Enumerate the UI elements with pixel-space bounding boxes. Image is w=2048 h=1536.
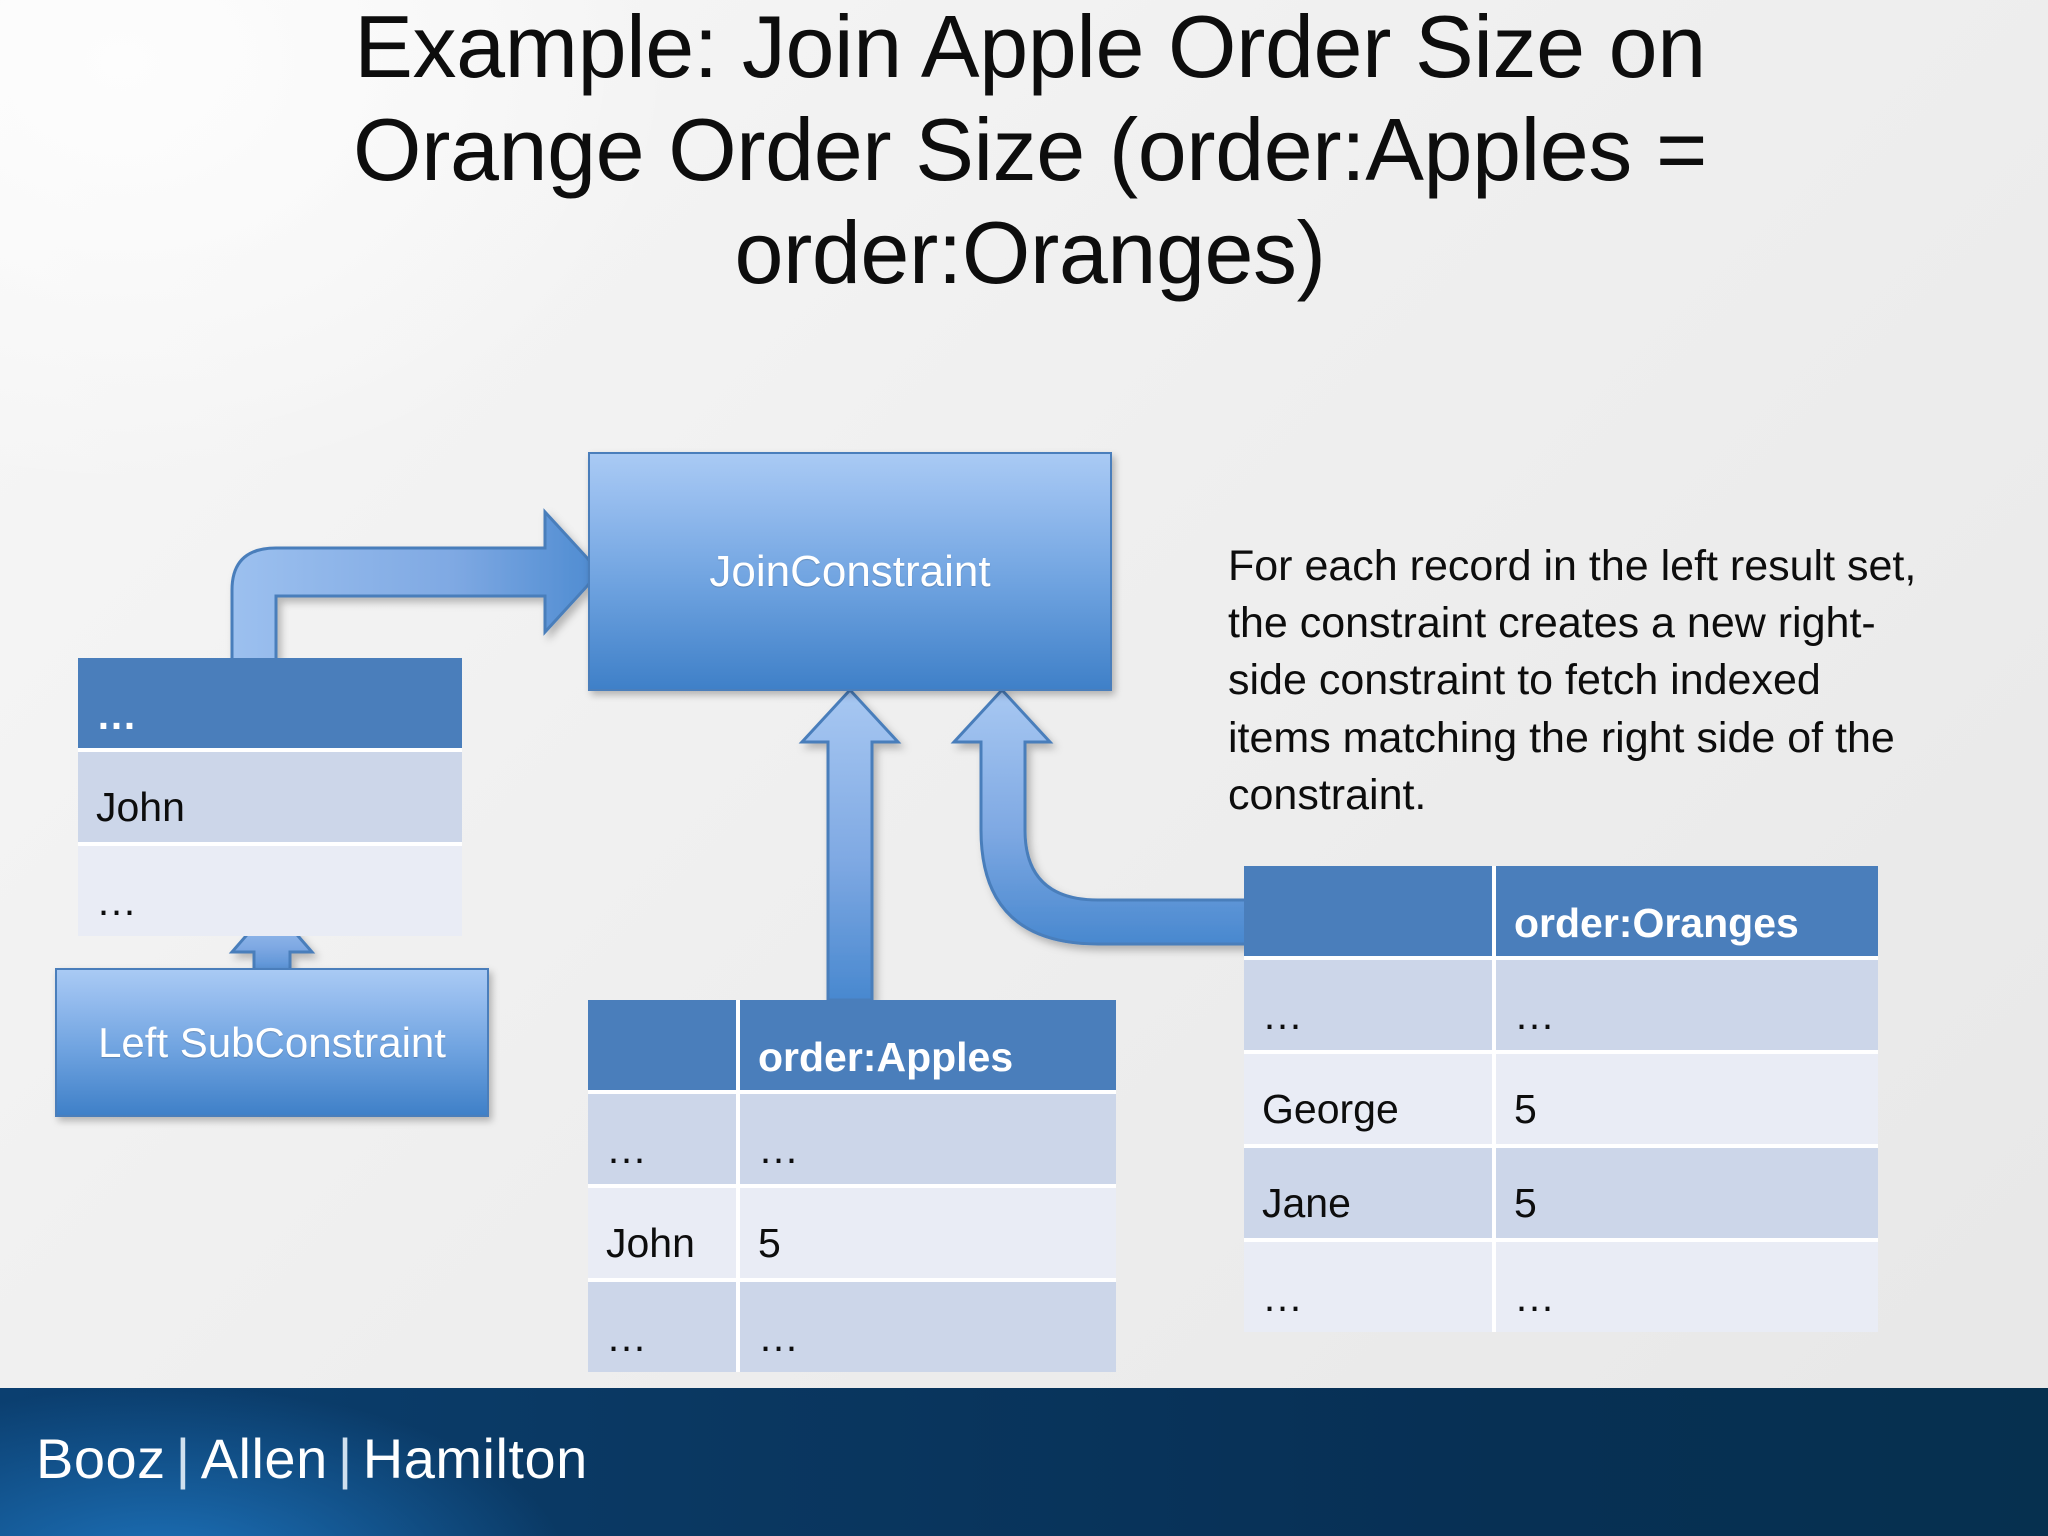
arrow-left-table-to-join (230, 508, 603, 662)
oranges-cell-value: … (1496, 1242, 1878, 1332)
apples-cell-name: … (588, 1094, 740, 1188)
slide-footer: Booz|Allen|Hamilton (0, 1388, 2048, 1536)
apples-cell-name: John (588, 1188, 740, 1282)
table-header-row: order:Apples (588, 1000, 1116, 1094)
left-result-table: … John … (78, 658, 462, 936)
brand-separator: | (337, 1427, 353, 1490)
table-row: John (78, 752, 462, 846)
page-title: Example: Join Apple Order Size on Orange… (353, 0, 1707, 302)
left-subconstraint-label: Left SubConstraint (98, 1018, 446, 1066)
table-row: John 5 (588, 1188, 1116, 1282)
apples-cell-value: … (740, 1282, 1116, 1372)
oranges-header-blank (1244, 866, 1496, 960)
table-row: … … (1244, 960, 1878, 1054)
oranges-cell-value: … (1496, 960, 1878, 1054)
left-result-cell-ellipsis: … (78, 846, 462, 936)
apples-header-blank (588, 1000, 740, 1094)
left-result-cell-name: John (78, 752, 462, 846)
table-row: George 5 (1244, 1054, 1878, 1148)
table-row: … … (1244, 1242, 1878, 1332)
oranges-table: order:Oranges … … George 5 Jane 5 … … (1244, 866, 1878, 1332)
left-subconstraint-node[interactable]: Left SubConstraint (55, 968, 489, 1117)
apples-cell-value: … (740, 1094, 1116, 1188)
table-row: Jane 5 (1244, 1148, 1878, 1242)
arrow-apples-to-join (798, 687, 902, 1002)
apples-cell-name: … (588, 1282, 740, 1372)
brand-word-booz: Booz (36, 1427, 166, 1490)
oranges-cell-name: … (1244, 960, 1496, 1054)
oranges-cell-value: 5 (1496, 1054, 1878, 1148)
apples-table: order:Apples … … John 5 … … (588, 1000, 1116, 1372)
explanation-text: For each record in the left result set, … (1228, 542, 1917, 819)
join-constraint-node[interactable]: JoinConstraint (588, 452, 1112, 691)
brand-word-hamilton: Hamilton (362, 1427, 588, 1490)
oranges-header-order: order:Oranges (1496, 866, 1878, 960)
booz-allen-hamilton-logo: Booz|Allen|Hamilton (36, 1426, 588, 1491)
apples-header-order: order:Apples (740, 1000, 1116, 1094)
oranges-cell-name: … (1244, 1242, 1496, 1332)
table-row: … … (588, 1094, 1116, 1188)
brand-word-allen: Allen (200, 1427, 328, 1490)
table-row: … … (588, 1282, 1116, 1372)
arrow-oranges-to-join (950, 687, 1250, 946)
table-row: … (78, 846, 462, 936)
oranges-cell-value: 5 (1496, 1148, 1878, 1242)
brand-separator: | (175, 1427, 191, 1490)
left-result-header-cell: … (78, 658, 462, 752)
join-constraint-label: JoinConstraint (709, 546, 991, 596)
oranges-cell-name: Jane (1244, 1148, 1496, 1242)
oranges-cell-name: George (1244, 1054, 1496, 1148)
apples-cell-value: 5 (740, 1188, 1116, 1282)
table-header-row: … (78, 658, 462, 752)
table-header-row: order:Oranges (1244, 866, 1878, 960)
